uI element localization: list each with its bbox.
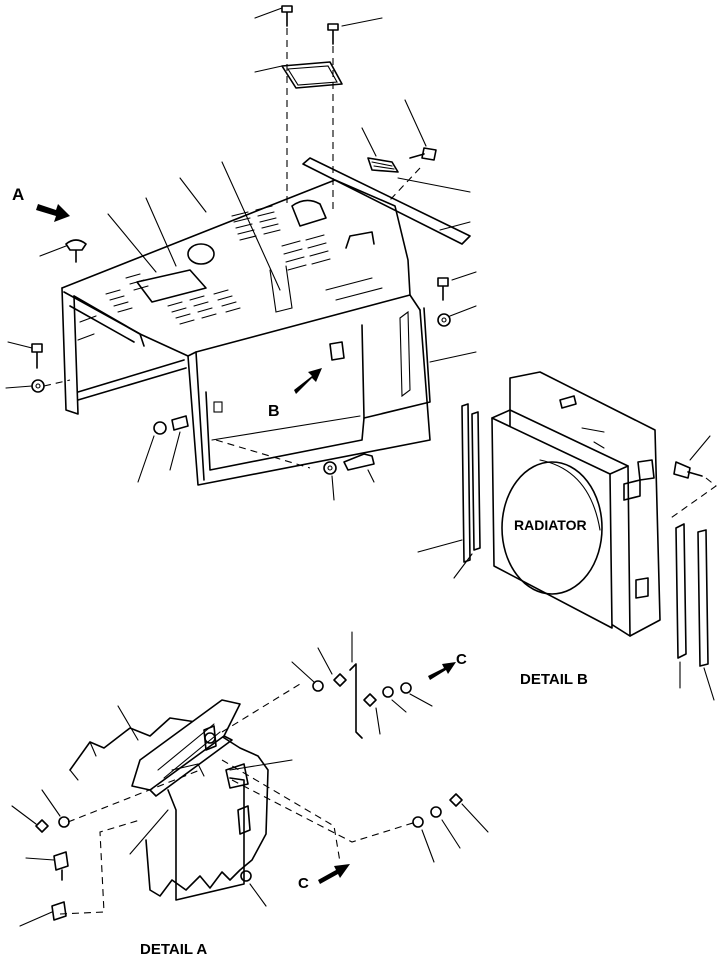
connector-c-top: C [456,651,467,668]
arrow-icon [36,204,70,222]
arrow-icon [318,864,350,884]
cover-plate [254,61,343,89]
seal-strip [302,157,471,245]
view-a-indicator: A [12,185,70,222]
arrow-icon [428,662,456,680]
left-bolt [7,341,43,369]
hood-leader-lines [107,161,281,291]
arrow-icon [294,368,322,394]
radiator-right-strips [675,523,715,701]
detail-b-caption: DETAIL B [520,671,588,688]
clip-bolt [404,99,437,161]
latch-hook-parts: C [291,631,467,739]
view-b-indicator: B [268,368,322,420]
view-b-label: B [268,403,280,420]
right-washer [429,305,477,363]
left-washer [5,379,71,393]
top-bolts [254,5,383,45]
connector-c-bottom: C [298,875,309,892]
knob [39,239,87,263]
latch-detail [69,683,417,901]
radiator-bolt [667,435,717,521]
radiator-detail: RADIATOR [491,371,661,637]
lower-right-hardware: C [298,793,489,892]
view-a-label: A [12,185,24,204]
right-bolt [437,271,477,301]
hood-assembly [61,179,431,486]
dashed-guides-top [286,28,421,212]
left-latch-hardware [11,769,267,927]
front-bolts [137,415,375,501]
radiator-label: RADIATOR [514,517,587,533]
strip-clip [361,127,471,193]
detail-a-caption: DETAIL A [140,941,207,956]
radiator-left-strips [417,403,481,579]
